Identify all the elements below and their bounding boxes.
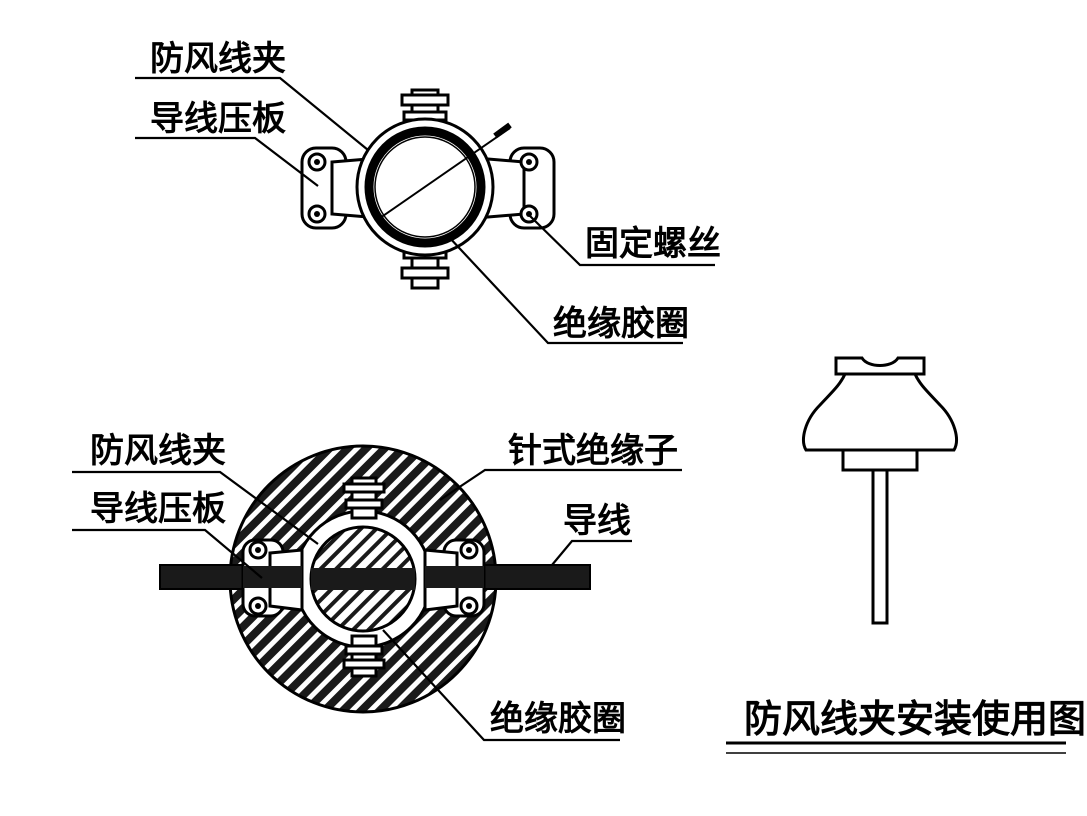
right-plate-bottom: [423, 538, 486, 618]
top-bolt: [400, 88, 450, 124]
insulator-shed: [802, 372, 958, 452]
label-clamp-top: 防风线夹: [150, 39, 286, 79]
label-plate-top: 导线压板: [150, 99, 286, 139]
pin-insulator-side-view: [802, 356, 958, 625]
label-conductor-bottom: 导线: [563, 501, 631, 541]
insulator-base: [841, 448, 919, 472]
left-plate-bottom: [241, 538, 304, 618]
bolts-bottom: [342, 476, 386, 678]
label-plate-bottom: 导线压板: [90, 489, 226, 529]
top-annotations: 防风线夹 导线压板 固定螺丝 绝缘胶圈: [135, 39, 721, 345]
insulator-head: [834, 356, 926, 376]
top-clamp-drawing: [300, 88, 556, 290]
label-ring-top: 绝缘胶圈: [553, 304, 689, 344]
label-ring-bottom: 绝缘胶圈: [490, 699, 626, 739]
label-clamp-bottom: 防风线夹: [90, 431, 226, 471]
caption-title: 防风线夹安装使用图: [744, 697, 1086, 741]
label-screw-top: 固定螺丝: [585, 224, 721, 264]
bottom-annotations: 防风线夹 导线压板 针式绝缘子 导线 绝缘胶圈: [72, 431, 682, 742]
caption: 防风线夹安装使用图: [726, 697, 1086, 754]
bottom-installed-drawing: [159, 444, 591, 714]
label-insulator-bottom: 针式绝缘子: [508, 431, 678, 471]
insulator-pin: [871, 466, 889, 625]
